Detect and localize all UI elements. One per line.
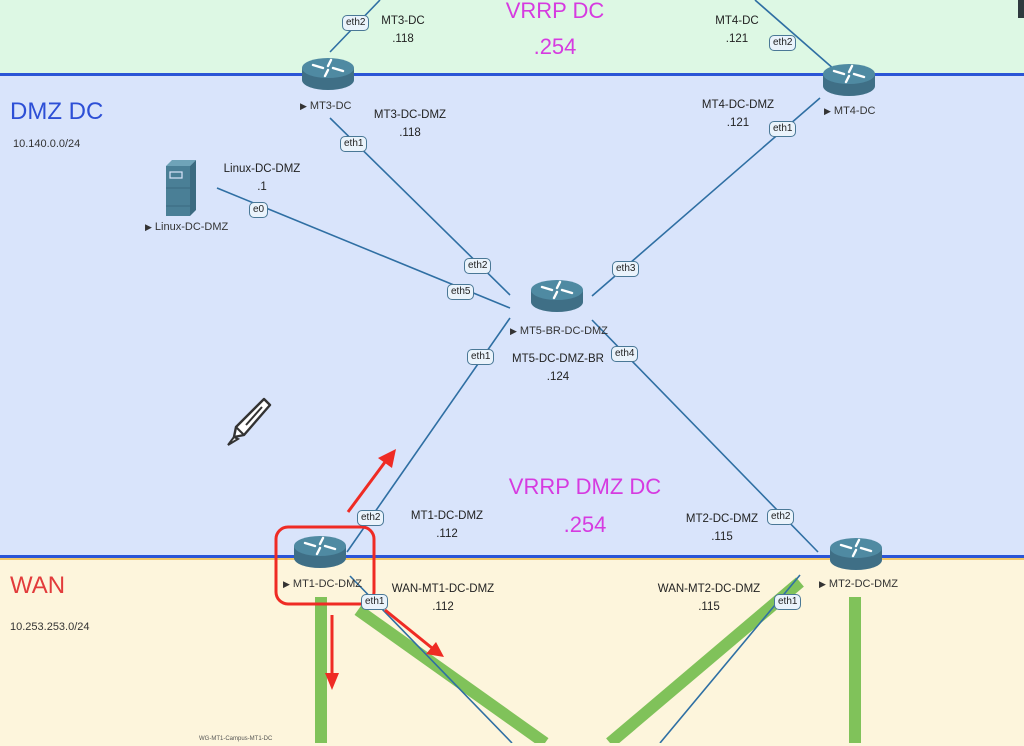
- iface-name: Linux-DC-DMZ: [223, 163, 301, 175]
- zone-subnet-dmz: 10.140.0.0/24: [13, 138, 81, 150]
- iface-label-mt3-dmz: MT3-DC-DMZ .118: [365, 106, 455, 142]
- vrrp-dmz-title: VRRP DMZ DC: [508, 474, 662, 499]
- router-icon-mt2[interactable]: [828, 536, 884, 572]
- iface-ip: .112: [436, 528, 458, 540]
- iface-name: WAN-MT1-DC-DMZ: [391, 583, 495, 595]
- port-mt5-eth4[interactable]: eth4: [611, 346, 639, 362]
- port-mt1-eth1[interactable]: eth1: [361, 594, 389, 610]
- router-icon-mt1[interactable]: [292, 534, 348, 570]
- iface-label-mt1-wan: WAN-MT1-DC-DMZ .112: [383, 580, 503, 616]
- port-mt4-eth2[interactable]: eth2: [769, 35, 797, 51]
- iface-ip: .121: [726, 117, 750, 129]
- zone-subnet-wan: 10.253.253.0/24: [10, 621, 90, 633]
- port-mt5-eth2[interactable]: eth2: [464, 258, 492, 274]
- iface-name: MT1-DC-DMZ: [410, 510, 484, 522]
- iface-ip: .124: [546, 371, 570, 383]
- iface-ip: .118: [399, 127, 421, 139]
- port-mt3-eth1[interactable]: eth1: [340, 136, 368, 152]
- vrrp-dc-vip: .254: [533, 34, 577, 59]
- vrrp-dmz-vip: .254: [563, 512, 607, 537]
- iface-ip: .118: [392, 33, 414, 45]
- tunnel-mt2-diag[interactable]: [606, 577, 804, 743]
- router-icon-mt3[interactable]: [300, 56, 356, 92]
- iface-label-mt4-dc: MT4-DC .121: [702, 12, 772, 48]
- zone-title-wan: WAN: [10, 572, 66, 599]
- link-mt4-up[interactable]: [754, 0, 836, 71]
- iface-ip: .1: [257, 181, 267, 193]
- iface-label-mt5: MT5-DC-DMZ-BR .124: [508, 350, 608, 386]
- zone-vrrp-dc: [0, 0, 1024, 73]
- node-label-linux[interactable]: Linux-DC-DMZ: [145, 221, 228, 233]
- iface-name: MT5-DC-DMZ-BR: [512, 353, 604, 365]
- server-icon-linux[interactable]: [166, 160, 196, 216]
- iface-ip: .115: [711, 531, 733, 543]
- node-label-mt3[interactable]: MT3-DC: [300, 100, 352, 112]
- vrrp-dc-title: VRRP DC: [505, 0, 605, 23]
- iface-name: MT3-DC: [381, 15, 425, 27]
- port-mt3-eth2[interactable]: eth2: [342, 15, 370, 31]
- tunnel-mt1-diag[interactable]: [354, 605, 549, 743]
- port-mt2-eth2[interactable]: eth2: [767, 509, 795, 525]
- iface-name: MT4-DC-DMZ: [701, 99, 775, 111]
- iface-ip: .121: [725, 33, 749, 45]
- zone-dmz-dc: [0, 73, 1024, 558]
- port-mt1-eth2[interactable]: eth2: [357, 510, 385, 526]
- zone-title-dmz: DMZ DC: [10, 98, 104, 125]
- port-mt2-eth1[interactable]: eth1: [774, 594, 802, 610]
- router-icon-mt4[interactable]: [821, 62, 877, 98]
- iface-name: MT2-DC-DMZ: [685, 513, 759, 525]
- iface-label-mt2-dmz: MT2-DC-DMZ .115: [677, 510, 767, 546]
- iface-ip: .115: [698, 601, 720, 613]
- port-mt4-eth1[interactable]: eth1: [769, 121, 797, 137]
- port-linux-e0[interactable]: e0: [249, 202, 269, 218]
- iface-label-mt2-wan: WAN-MT2-DC-DMZ .115: [649, 580, 769, 616]
- iface-label-linux: Linux-DC-DMZ .1: [217, 160, 307, 196]
- port-mt5-eth3[interactable]: eth3: [612, 261, 640, 277]
- arrow-down: [325, 615, 339, 690]
- iface-name: MT3-DC-DMZ: [373, 109, 447, 121]
- tunnel-links: [315, 577, 861, 743]
- highlight-box-mt1: [274, 525, 376, 606]
- iface-name: MT4-DC: [715, 15, 759, 27]
- router-icon-mt5[interactable]: [529, 278, 585, 314]
- iface-name: WAN-MT2-DC-DMZ: [657, 583, 761, 595]
- iface-ip: .112: [432, 601, 454, 613]
- node-label-mt5[interactable]: MT5-BR-DC-DMZ: [510, 325, 608, 337]
- iface-label-mt4-dmz: MT4-DC-DMZ .121: [693, 96, 783, 132]
- node-label-mt1[interactable]: MT1-DC-DMZ: [283, 578, 362, 590]
- arrow-up-right: [346, 449, 396, 513]
- port-mt5-eth5[interactable]: eth5: [447, 284, 475, 300]
- arrow-down-right: [384, 608, 444, 657]
- node-label-mt2[interactable]: MT2-DC-DMZ: [819, 578, 898, 590]
- iface-label-mt3-dc: MT3-DC .118: [368, 12, 438, 48]
- tunnel-label-wg: WG-MT1-Campus-MT1-DC: [199, 736, 273, 742]
- annotations: [274, 449, 444, 690]
- node-label-mt4[interactable]: MT4-DC: [824, 105, 876, 117]
- iface-label-mt1-dmz: MT1-DC-DMZ .112: [402, 507, 492, 543]
- pencil-icon[interactable]: [227, 397, 272, 446]
- port-mt5-eth1[interactable]: eth1: [467, 349, 495, 365]
- scrollbar[interactable]: [1018, 0, 1024, 18]
